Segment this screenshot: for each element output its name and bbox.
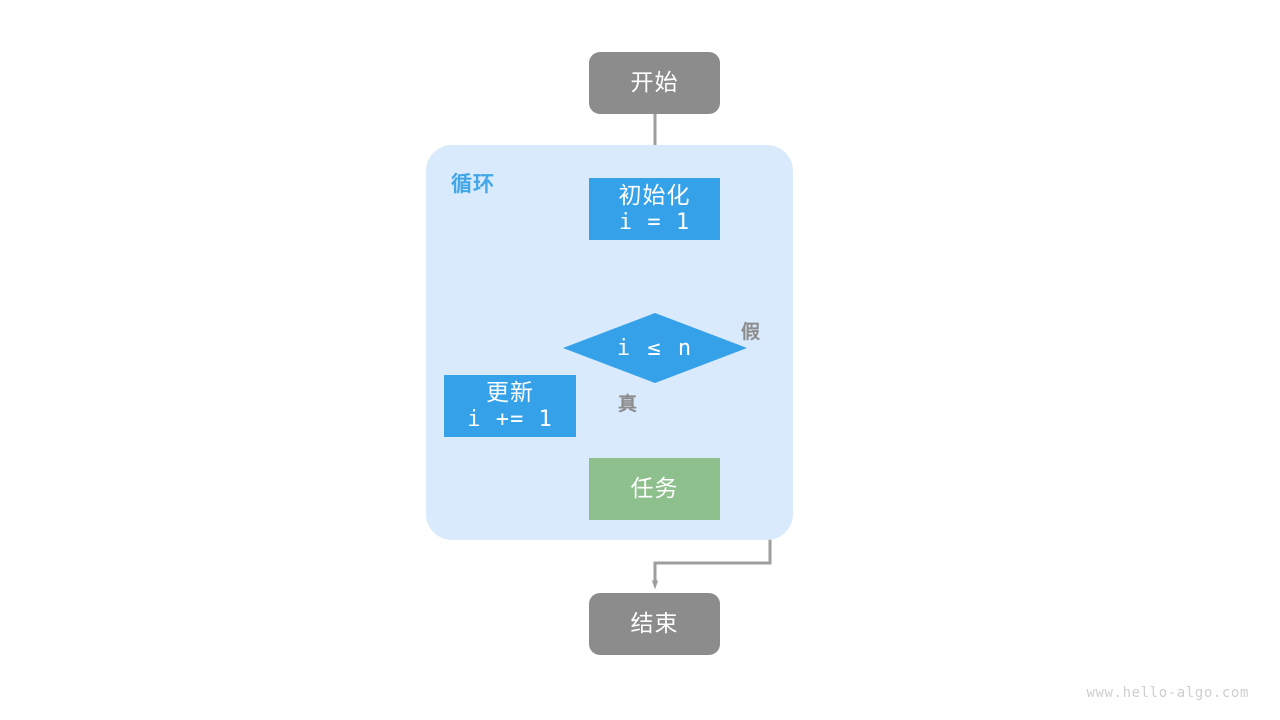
node-end[interactable]: 结束 bbox=[589, 593, 720, 655]
node-update[interactable]: 更新 i += 1 bbox=[444, 375, 576, 437]
watermark: www.hello-algo.com bbox=[1086, 685, 1249, 701]
node-update-code: i += 1 bbox=[467, 406, 553, 432]
node-init[interactable]: 初始化 i = 1 bbox=[589, 178, 720, 240]
node-task-label: 任务 bbox=[630, 475, 679, 502]
branch-label-true: 真 bbox=[618, 394, 639, 415]
node-end-label: 结束 bbox=[630, 610, 679, 637]
node-decision[interactable] bbox=[563, 313, 747, 383]
node-init-title: 初始化 bbox=[618, 182, 691, 209]
node-start-label: 开始 bbox=[630, 69, 679, 96]
branch-label-false: 假 bbox=[741, 322, 762, 343]
node-init-code: i = 1 bbox=[618, 209, 691, 235]
node-start[interactable]: 开始 bbox=[589, 52, 720, 114]
node-update-title: 更新 bbox=[486, 379, 534, 406]
loop-container-label: 循环 bbox=[451, 173, 495, 196]
node-task[interactable]: 任务 bbox=[589, 458, 720, 520]
